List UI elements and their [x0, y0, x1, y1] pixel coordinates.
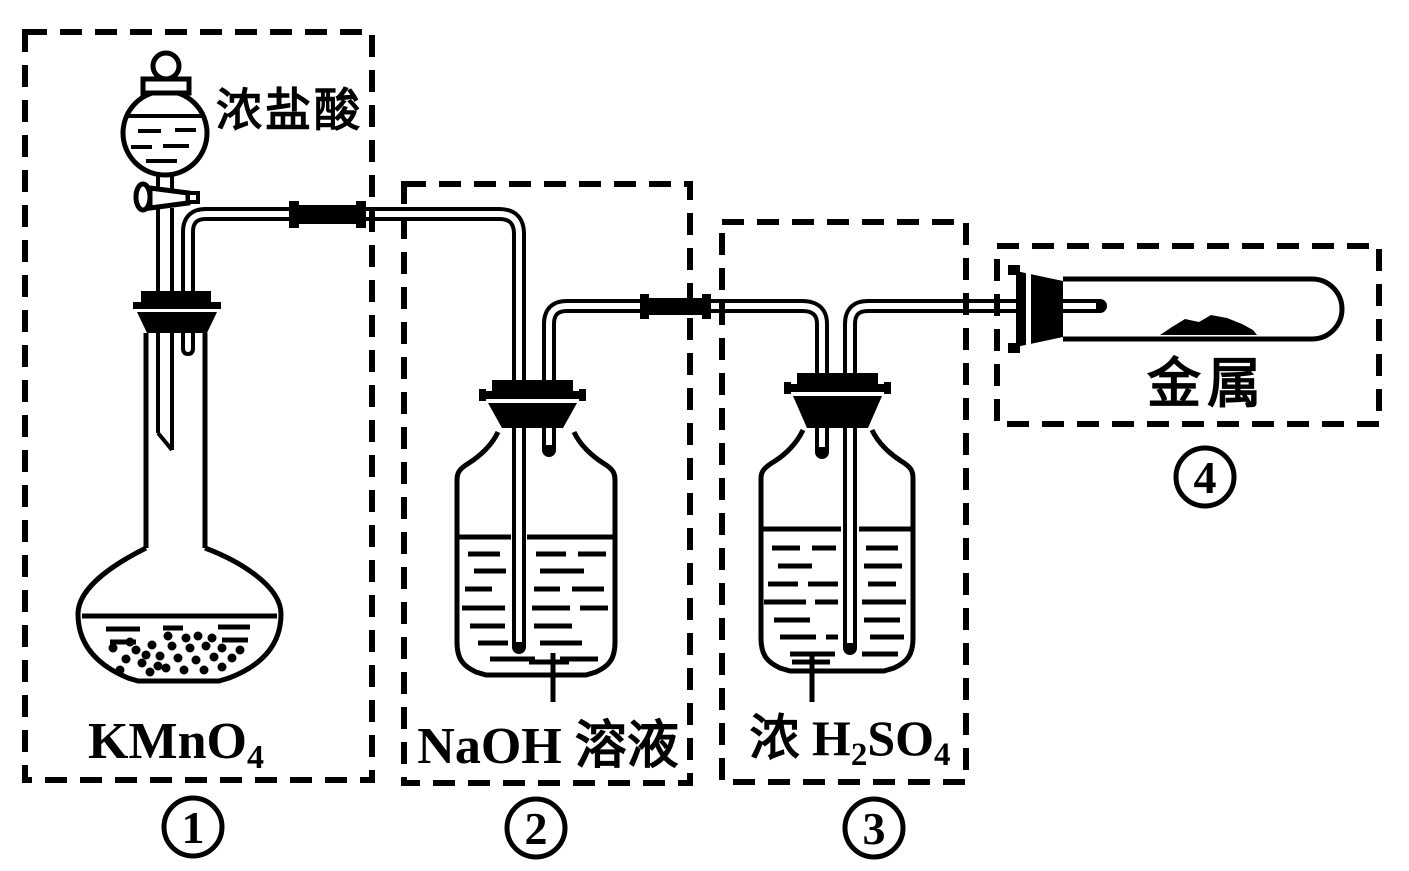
test-tube-body [1063, 276, 1345, 342]
bottle2-rubber-stopper [479, 380, 586, 428]
rubber-connector-1 [289, 201, 366, 228]
bottle2-liquid-dashes [462, 551, 608, 662]
flask-body [75, 545, 284, 684]
section-number-2-digit: 2 [525, 803, 548, 854]
funnel-stopcock [133, 181, 200, 213]
section-4-boundary [994, 243, 1382, 427]
rubber-connector-2 [640, 294, 711, 319]
flask-rubber-stopper [133, 291, 221, 333]
section-number-2: 2 [504, 796, 568, 860]
delivery-tube-flask-to-bottle2 [181, 207, 526, 654]
test-tube-content-label: 金属 [1146, 354, 1267, 414]
section-1-boundary [22, 29, 375, 783]
bottle3-reagent-label: 浓 H2SO4 [749, 710, 950, 773]
flask-reagent-subscript: 4 [247, 739, 264, 776]
bottle3-liquid-dashes [764, 545, 906, 657]
section-number-3-digit: 3 [863, 803, 886, 854]
flask-reagent-formula: KMnO [88, 713, 247, 770]
bottle2-reagent-label: NaOH 溶液 [417, 717, 678, 775]
bottle3-reagent-sub2: 4 [934, 737, 951, 773]
bottle3-reagent-prefix: 浓 H [749, 710, 850, 766]
flask-reagent-label: KMnO4 [88, 713, 264, 776]
hard-glass-tube [1008, 265, 1345, 353]
section-2-boundary [401, 181, 693, 786]
test-tube-stopper [1008, 265, 1063, 353]
section-number-4: 4 [1173, 445, 1237, 509]
bottle2-body [454, 430, 618, 678]
metal-sample [1160, 315, 1257, 335]
delivery-tube-bottle3-to-testtube [843, 299, 1107, 655]
funnel-reagent-label: 浓盐酸 [216, 85, 363, 136]
section-3-boundary [719, 219, 969, 785]
gas-washing-bottle-naoh [454, 380, 618, 702]
bottle3-reagent-sub1: 2 [851, 737, 868, 773]
inlet-tube-tip-in-neck [181, 333, 195, 357]
section-number-1: 1 [161, 795, 225, 859]
funnel-liquid-dashes [131, 128, 196, 163]
delivery-tube-bottle2-to-bottle3 [542, 299, 829, 459]
section-number-1-digit: 1 [182, 802, 205, 853]
funnel-stopper-knob [150, 50, 182, 82]
gas-washing-bottle-h2so4 [758, 373, 916, 702]
dropping-funnel [120, 50, 210, 452]
section-number-3: 3 [842, 796, 906, 860]
round-bottom-flask [75, 291, 284, 684]
bottle3-reagent-mid: SO [867, 710, 934, 766]
bottle3-rubber-stopper [784, 373, 891, 428]
section-number-4-digit: 4 [1194, 452, 1217, 503]
bottle3-body [758, 428, 916, 674]
kmno4-solid-particles [108, 631, 245, 677]
